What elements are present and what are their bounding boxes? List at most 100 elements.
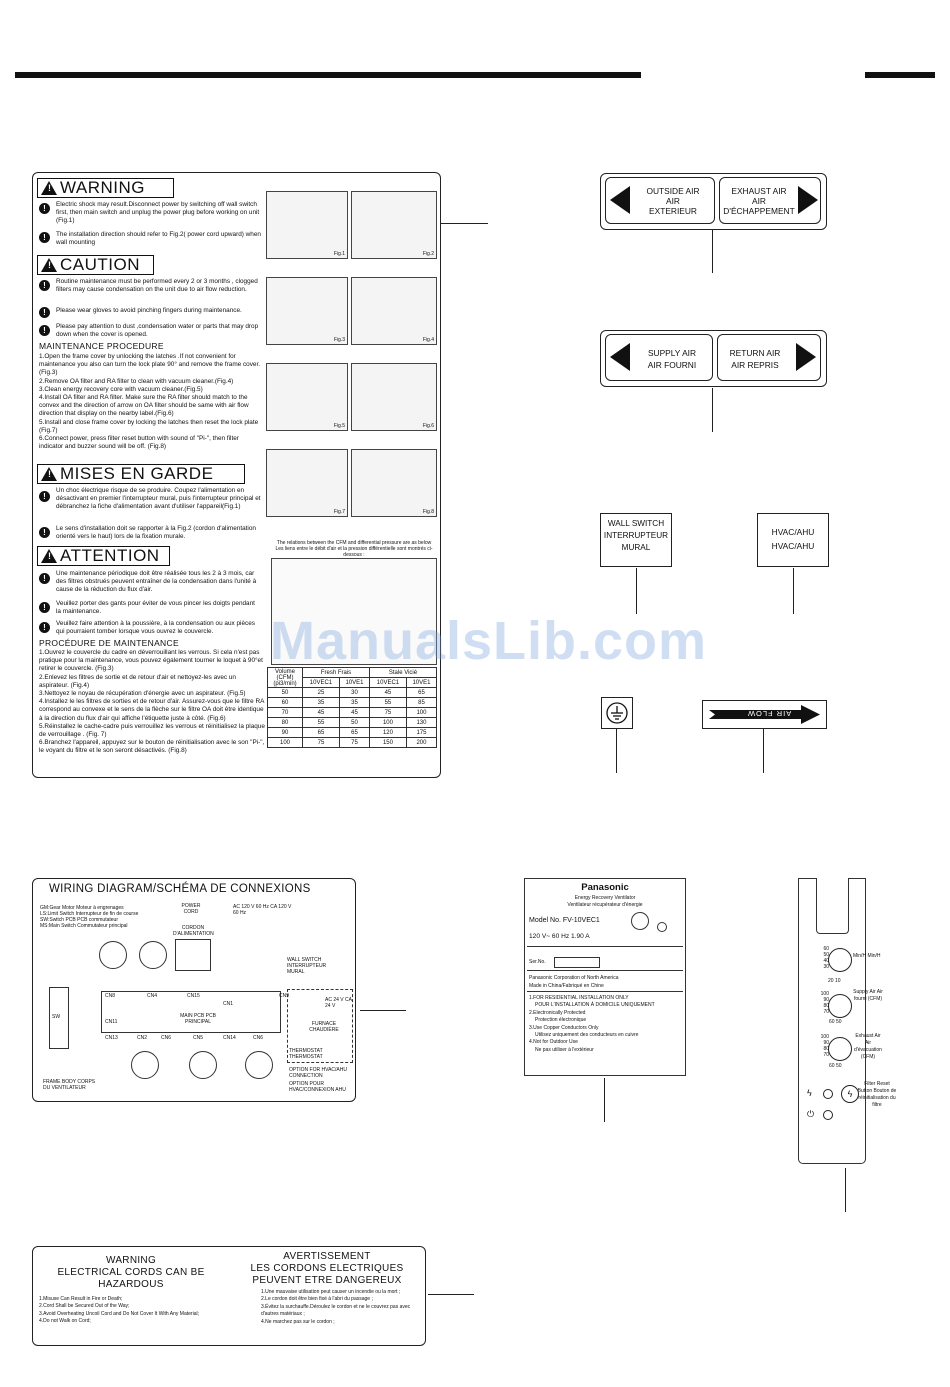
table-model: 10VEC1: [368, 677, 407, 688]
warning-triangle-icon: !: [41, 181, 57, 195]
mises-item: Le sens d'installation doit se rapporter…: [56, 525, 256, 541]
leader-line: [360, 1010, 406, 1011]
cord-warning-label: WARNING ELECTRICAL CORDS CAN BE HAZARDOU…: [32, 1246, 426, 1346]
timer-dial: [828, 948, 852, 972]
switch-pcb-label: SW: [52, 1014, 61, 1020]
wiring-diagram: WIRING DIAGRAM/SCHÉMA DE CONNEXIONS GM:G…: [32, 878, 356, 1102]
arrow-right-icon: [796, 343, 816, 371]
connector-label: CN1: [223, 1001, 234, 1007]
filter-reset-label: Filter Reset Button Bouton de réinitiali…: [857, 1081, 897, 1108]
procedure-steps: 1.Open the frame cover by unlocking the …: [39, 353, 261, 451]
cert-mark: [657, 922, 667, 932]
minh-label: Min/H Min/H: [853, 953, 881, 959]
procedure-title: MAINTENANCE PROCEDURE: [39, 341, 164, 351]
ground-label: [601, 697, 633, 729]
procedure-step: 6.Connect power, press filter reset butt…: [39, 435, 239, 451]
connector-label: CN6: [253, 1035, 264, 1041]
electrical-rating: 120 V~ 60 Hz 1.90 A: [529, 933, 590, 940]
attention-item: Veuillez faire attention à la poussière,…: [56, 620, 255, 636]
filter-reset-button: ϟ: [841, 1085, 859, 1103]
return-air-panel: RETURN AIR AIR REPRIS: [717, 334, 821, 381]
warning-item: The installation direction should refer …: [56, 231, 261, 247]
airflow-diagram: [271, 558, 437, 665]
connector-label: CN11: [105, 1019, 118, 1025]
serial-label: Ser.No.: [529, 959, 546, 965]
connector-label: CN8: [105, 993, 116, 999]
supply-return-label: SUPPLY AIR AIR FOURNI RETURN AIR AIR REP…: [600, 330, 827, 387]
timer-dial-scale-bottom: 20 10: [828, 978, 841, 984]
figure-5: Fig.5: [266, 363, 348, 431]
serial-divider: [527, 970, 683, 971]
wiring-legend: GM:Gear Motor Moteur à engrenages LS:Lim…: [40, 905, 139, 929]
connector-label: CN9: [279, 993, 290, 999]
ac24-label: AC 24 V CA 24 V: [325, 997, 352, 1009]
product-name-fr: Ventilateur récupérateur d'énergie: [567, 902, 643, 908]
rating-divider: [527, 946, 683, 947]
air-flow-arrow-icon: [709, 705, 820, 724]
corporation: Panasonic Corporation of North America: [529, 975, 619, 981]
procedure-fr-step: 3.Nettoyez le noyau de récupération d'én…: [39, 690, 246, 698]
leader-line: [616, 729, 617, 773]
figure-3: Fig.3: [266, 277, 348, 345]
gear-motor-sa: [189, 1051, 217, 1079]
attention-item: Une maintenance périodique doit être réa…: [56, 570, 257, 594]
connector-label: CN5: [193, 1035, 204, 1041]
exhaust-dial: [828, 1037, 852, 1061]
mises-heading: !MISES EN GARDE: [37, 464, 245, 484]
figure-2: Fig.2: [351, 191, 437, 259]
connector-label: CN13: [105, 1035, 118, 1041]
motor-sa: [139, 941, 167, 969]
pressure-note: The relations between the CFM and differ…: [275, 540, 433, 558]
leader-line: [763, 729, 764, 773]
furnace-label: FURNACE CHAUDIÈRE: [309, 1021, 339, 1033]
cord-warning-items-fr: 1.Une mauvaise utilisation peut causer u…: [261, 1289, 411, 1325]
procedure-step: 1.Open the frame cover by unlocking the …: [39, 353, 261, 377]
ul-mark: [631, 912, 649, 930]
caution-item: Routine maintenance must be performed ev…: [56, 278, 258, 294]
procedure-fr-step: 6.Branchez l'appareil, appuyez sur le bo…: [39, 739, 265, 755]
leader-line: [712, 230, 713, 273]
outside-exhaust-label: OUTSIDE AIR AIR EXTERIEUR EXHAUST AIR AI…: [600, 173, 827, 230]
panel-notch: [816, 878, 849, 934]
attention-triangle-icon: !: [41, 549, 57, 563]
figure-4: Fig.4: [351, 277, 437, 345]
power-cord-label: POWER CORD: [181, 903, 201, 915]
cordon-label: CORDON D'ALIMENTATION: [173, 925, 214, 937]
procedure-fr-step: 5.Réinstallez le cache-cadre puis verrou…: [39, 722, 265, 739]
model-number: Model No. FV-10VEC1: [529, 917, 600, 924]
procedure-fr-step: 1.Ouvrez le couvercle du cadre en déverr…: [39, 649, 263, 673]
leader-line: [428, 1294, 474, 1295]
procedure-fr-step: 2.Enlevez les filtres de sortie et de re…: [39, 673, 236, 689]
connector-label: CN14: [223, 1035, 236, 1041]
warning-item: Electric shock may result.Disconnect pow…: [56, 201, 260, 225]
top-rule-left: [15, 72, 641, 78]
exhaust-label: Exhaust Air Air d'évacuation (CFM): [854, 1033, 882, 1060]
procedure-step: 3.Clean energy recovery core with vacuum…: [39, 385, 203, 393]
supply-dial: [828, 994, 852, 1018]
attention-heading: !ATTENTION: [37, 546, 170, 566]
ground-icon: [606, 702, 628, 724]
leader-line: [712, 388, 713, 432]
cord-warning-title-fr: AVERTISSEMENT LES CORDONS ELECTRIQUES PE…: [250, 1251, 404, 1286]
leader-line: [793, 568, 794, 614]
procedure-step: 5.Install and close frame cover by locki…: [39, 418, 259, 434]
prohibition-icon: !: [39, 325, 50, 336]
procedure-fr-step: 4.Installez le les filtres de sorties et…: [39, 698, 264, 722]
temp-sensor: [175, 939, 211, 971]
maintenance-label: !WARNING ! Electric shock may result.Dis…: [32, 172, 441, 778]
figure-8: Fig.8: [351, 449, 437, 517]
supply-air-panel: SUPPLY AIR AIR FOURNI: [605, 334, 713, 381]
frame-body-label: FRAME BODY CORPS DU VENTILATEUR: [43, 1079, 96, 1091]
prohibition-icon: !: [39, 602, 50, 613]
exhaust-air-panel: EXHAUST AIR AIR D'ÉCHAPPEMENT: [719, 177, 821, 224]
thermostat-label: THERMOSTAT THERMOSTAT: [289, 1048, 323, 1060]
caution-triangle-icon: !: [41, 258, 57, 272]
hvac-label: HVAC/AHU HVAC/AHU: [757, 513, 829, 567]
prohibition-icon: !: [39, 573, 50, 584]
